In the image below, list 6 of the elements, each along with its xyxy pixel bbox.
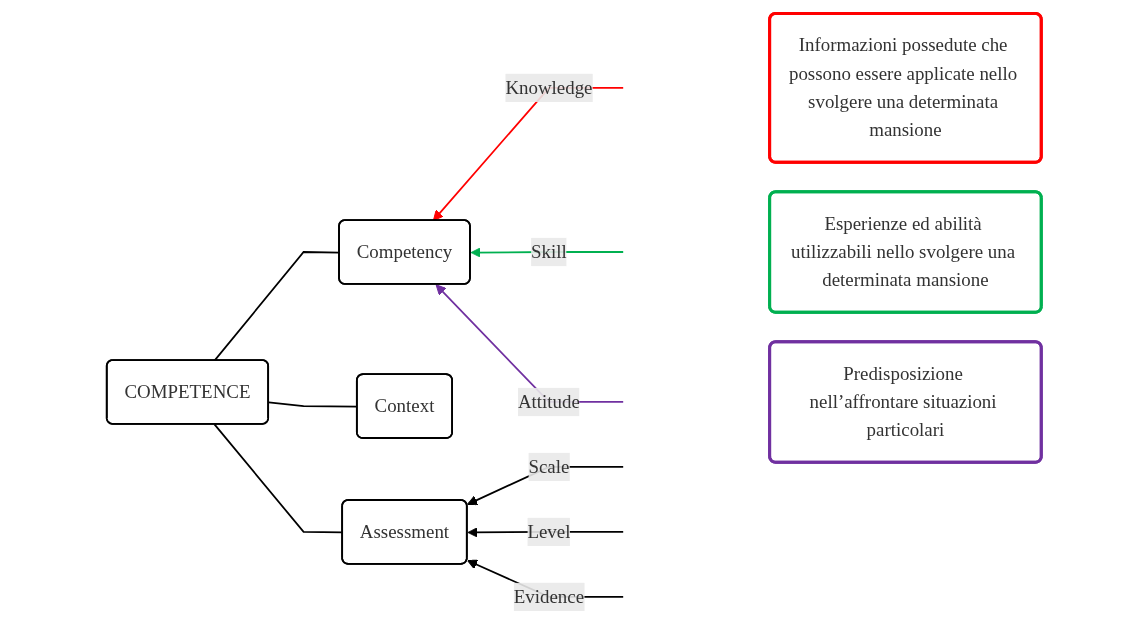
edge-label: Skill xyxy=(530,241,567,262)
edge-label: Knowledge xyxy=(504,77,592,98)
edge-label: Evidence xyxy=(513,586,584,607)
edge-label: Level xyxy=(526,521,570,542)
edge-label: Scale xyxy=(527,456,569,477)
edge-label: Attitude xyxy=(517,391,580,412)
